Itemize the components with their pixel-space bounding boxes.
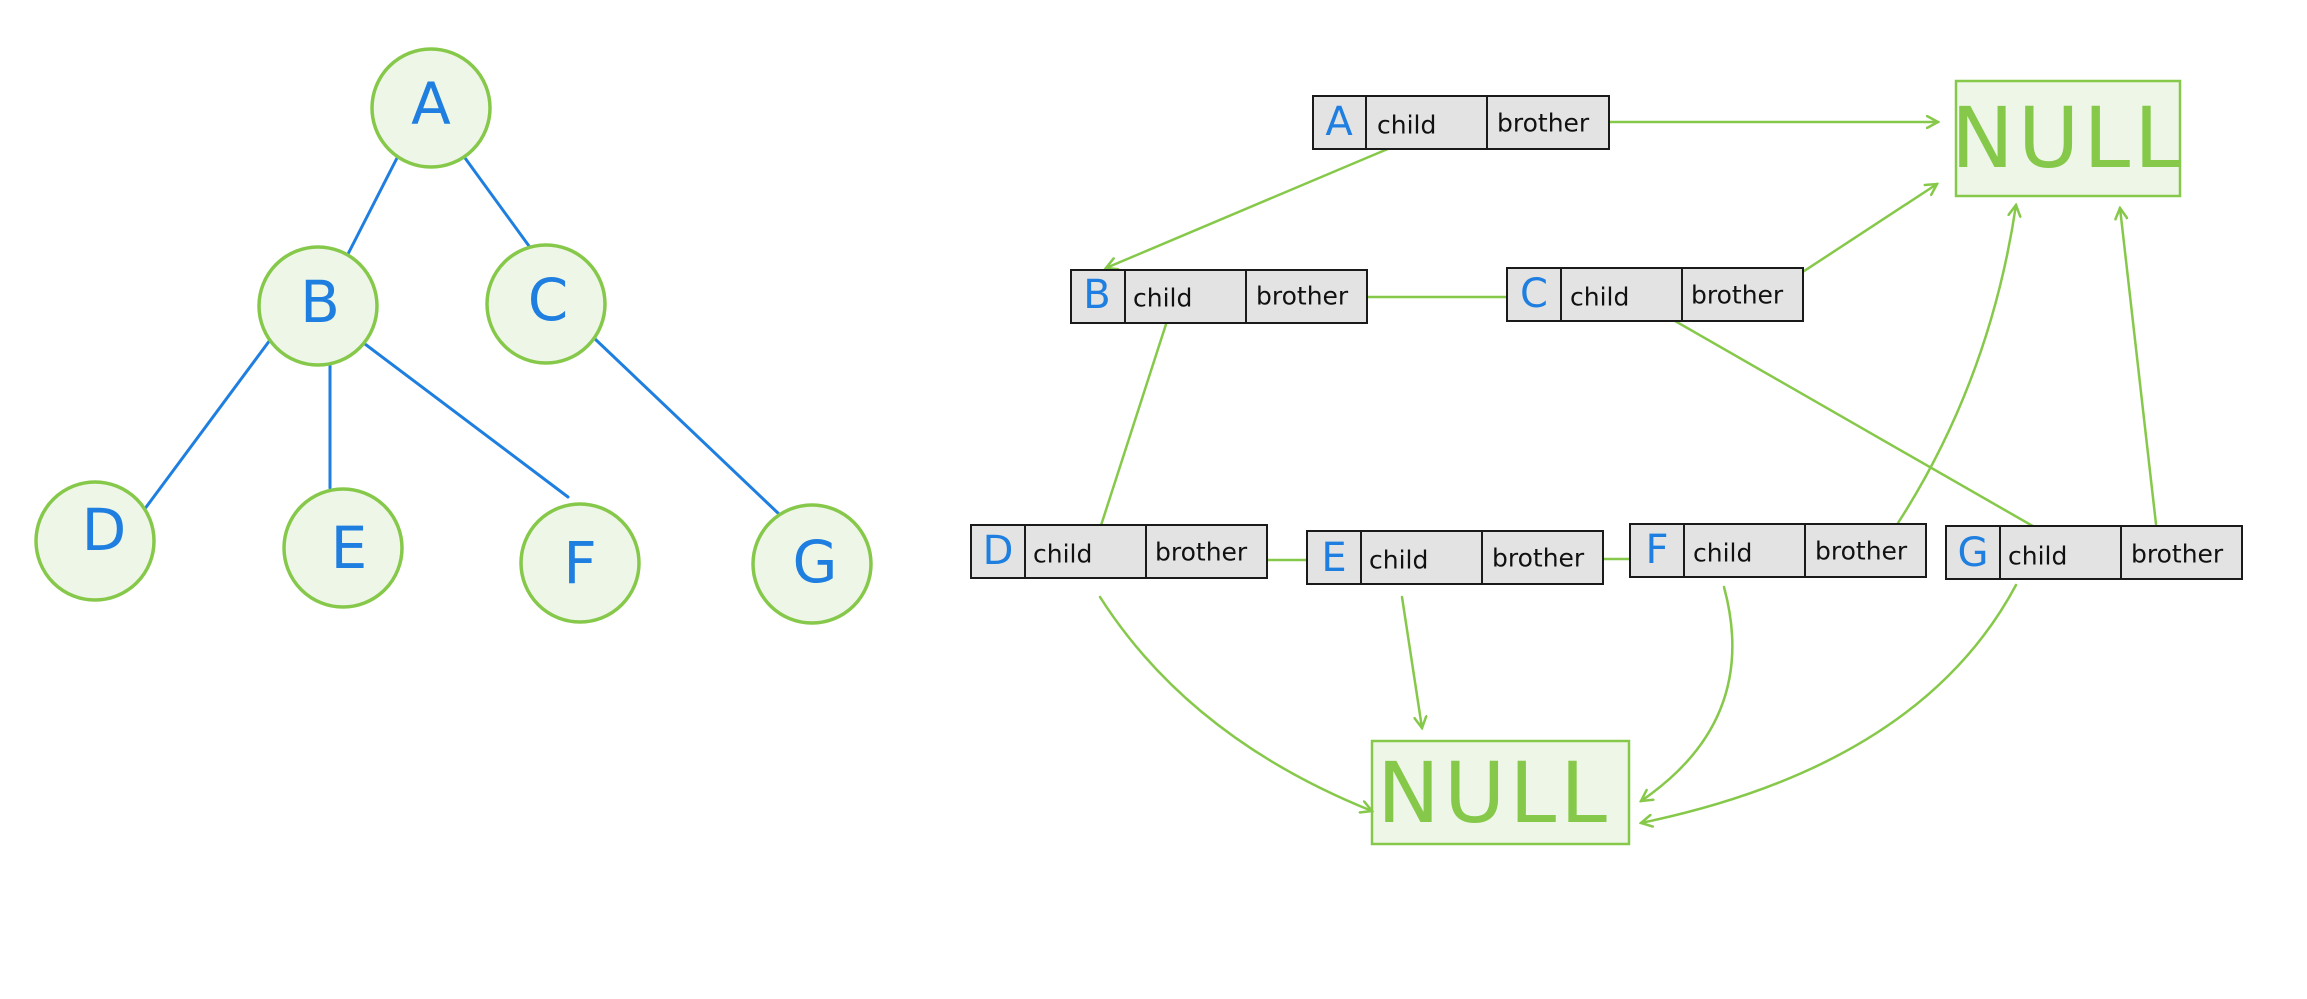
record-d-brother-field: brother — [1155, 538, 1248, 567]
tree-node-e-label: E — [331, 514, 368, 582]
record-g-label: G — [1958, 530, 1989, 576]
pointer-g-child — [1641, 583, 2018, 823]
null-box-bottom: NULL — [1370, 739, 1631, 846]
tree-node-d-label: D — [82, 496, 127, 564]
record-b-child-field: child — [1133, 284, 1192, 313]
record-b: B child brother — [1070, 269, 1368, 324]
record-c-label: C — [1520, 271, 1548, 317]
null-bottom-label: NULL — [1377, 744, 1611, 842]
record-g: G child brother — [1945, 525, 2243, 580]
tree-edge-b-f — [355, 336, 570, 499]
record-b-brother-field: brother — [1256, 282, 1349, 311]
tree-node-a: A — [370, 47, 492, 169]
record-c-child-field: child — [1570, 283, 1629, 312]
tree-node-d: D — [34, 480, 156, 602]
record-f-brother-field: brother — [1815, 537, 1908, 566]
tree-node-e: E — [282, 487, 404, 609]
tree-edge-b-d — [142, 338, 272, 512]
tree-node-f-label: F — [563, 529, 596, 597]
record-a: A child brother — [1312, 95, 1610, 150]
record-e-label: E — [1321, 535, 1346, 581]
record-g-brother-field: brother — [2131, 540, 2224, 569]
record-e-brother-field: brother — [1492, 544, 1585, 573]
record-a-label: A — [1325, 99, 1353, 145]
record-f: F child brother — [1629, 523, 1927, 578]
pointer-d-child — [1098, 595, 1372, 811]
record-a-child-field: child — [1377, 111, 1436, 140]
null-box-top: NULL — [1951, 79, 2185, 198]
tree-edge-a-c — [463, 156, 531, 248]
tree-node-g: G — [751, 503, 873, 625]
pointer-f-brother — [1896, 205, 2016, 525]
record-a-brother-field: brother — [1497, 109, 1590, 138]
record-f-child-field: child — [1693, 539, 1752, 568]
record-e-child-field: child — [1369, 546, 1428, 575]
pointer-e-child — [1400, 595, 1422, 728]
tree-node-f: F — [519, 502, 641, 624]
record-c: C child brother — [1506, 267, 1804, 322]
pointer-f-child — [1641, 585, 1734, 801]
pointer-g-brother — [2120, 208, 2158, 526]
record-d-label: D — [983, 528, 1014, 574]
record-f-label: F — [1645, 527, 1668, 573]
null-top-label: NULL — [1951, 89, 2185, 187]
record-b-label: B — [1083, 272, 1110, 318]
record-e: E child brother — [1306, 530, 1604, 585]
tree-node-b: B — [257, 245, 379, 367]
tree-node-g-label: G — [793, 528, 838, 596]
record-d: D child brother — [970, 524, 1268, 579]
record-g-child-field: child — [2008, 542, 2067, 571]
pointer-arrows — [1095, 122, 2158, 823]
pointer-a-child — [1106, 146, 1392, 268]
tree-node-c-label: C — [528, 266, 569, 334]
pointer-b-child — [1095, 316, 1170, 544]
record-d-child-field: child — [1033, 540, 1092, 569]
tree-edge-c-g — [592, 336, 782, 517]
record-c-brother-field: brother — [1691, 281, 1784, 310]
tree-node-b-label: B — [300, 268, 340, 336]
tree-node-a-label: A — [411, 70, 451, 138]
tree-nodes: A B C D E F G — [34, 47, 873, 625]
pointer-c-child — [1633, 296, 2078, 552]
tree-node-c: C — [485, 243, 607, 365]
tree-edge-a-b — [346, 156, 399, 256]
tree-edges — [142, 156, 782, 517]
